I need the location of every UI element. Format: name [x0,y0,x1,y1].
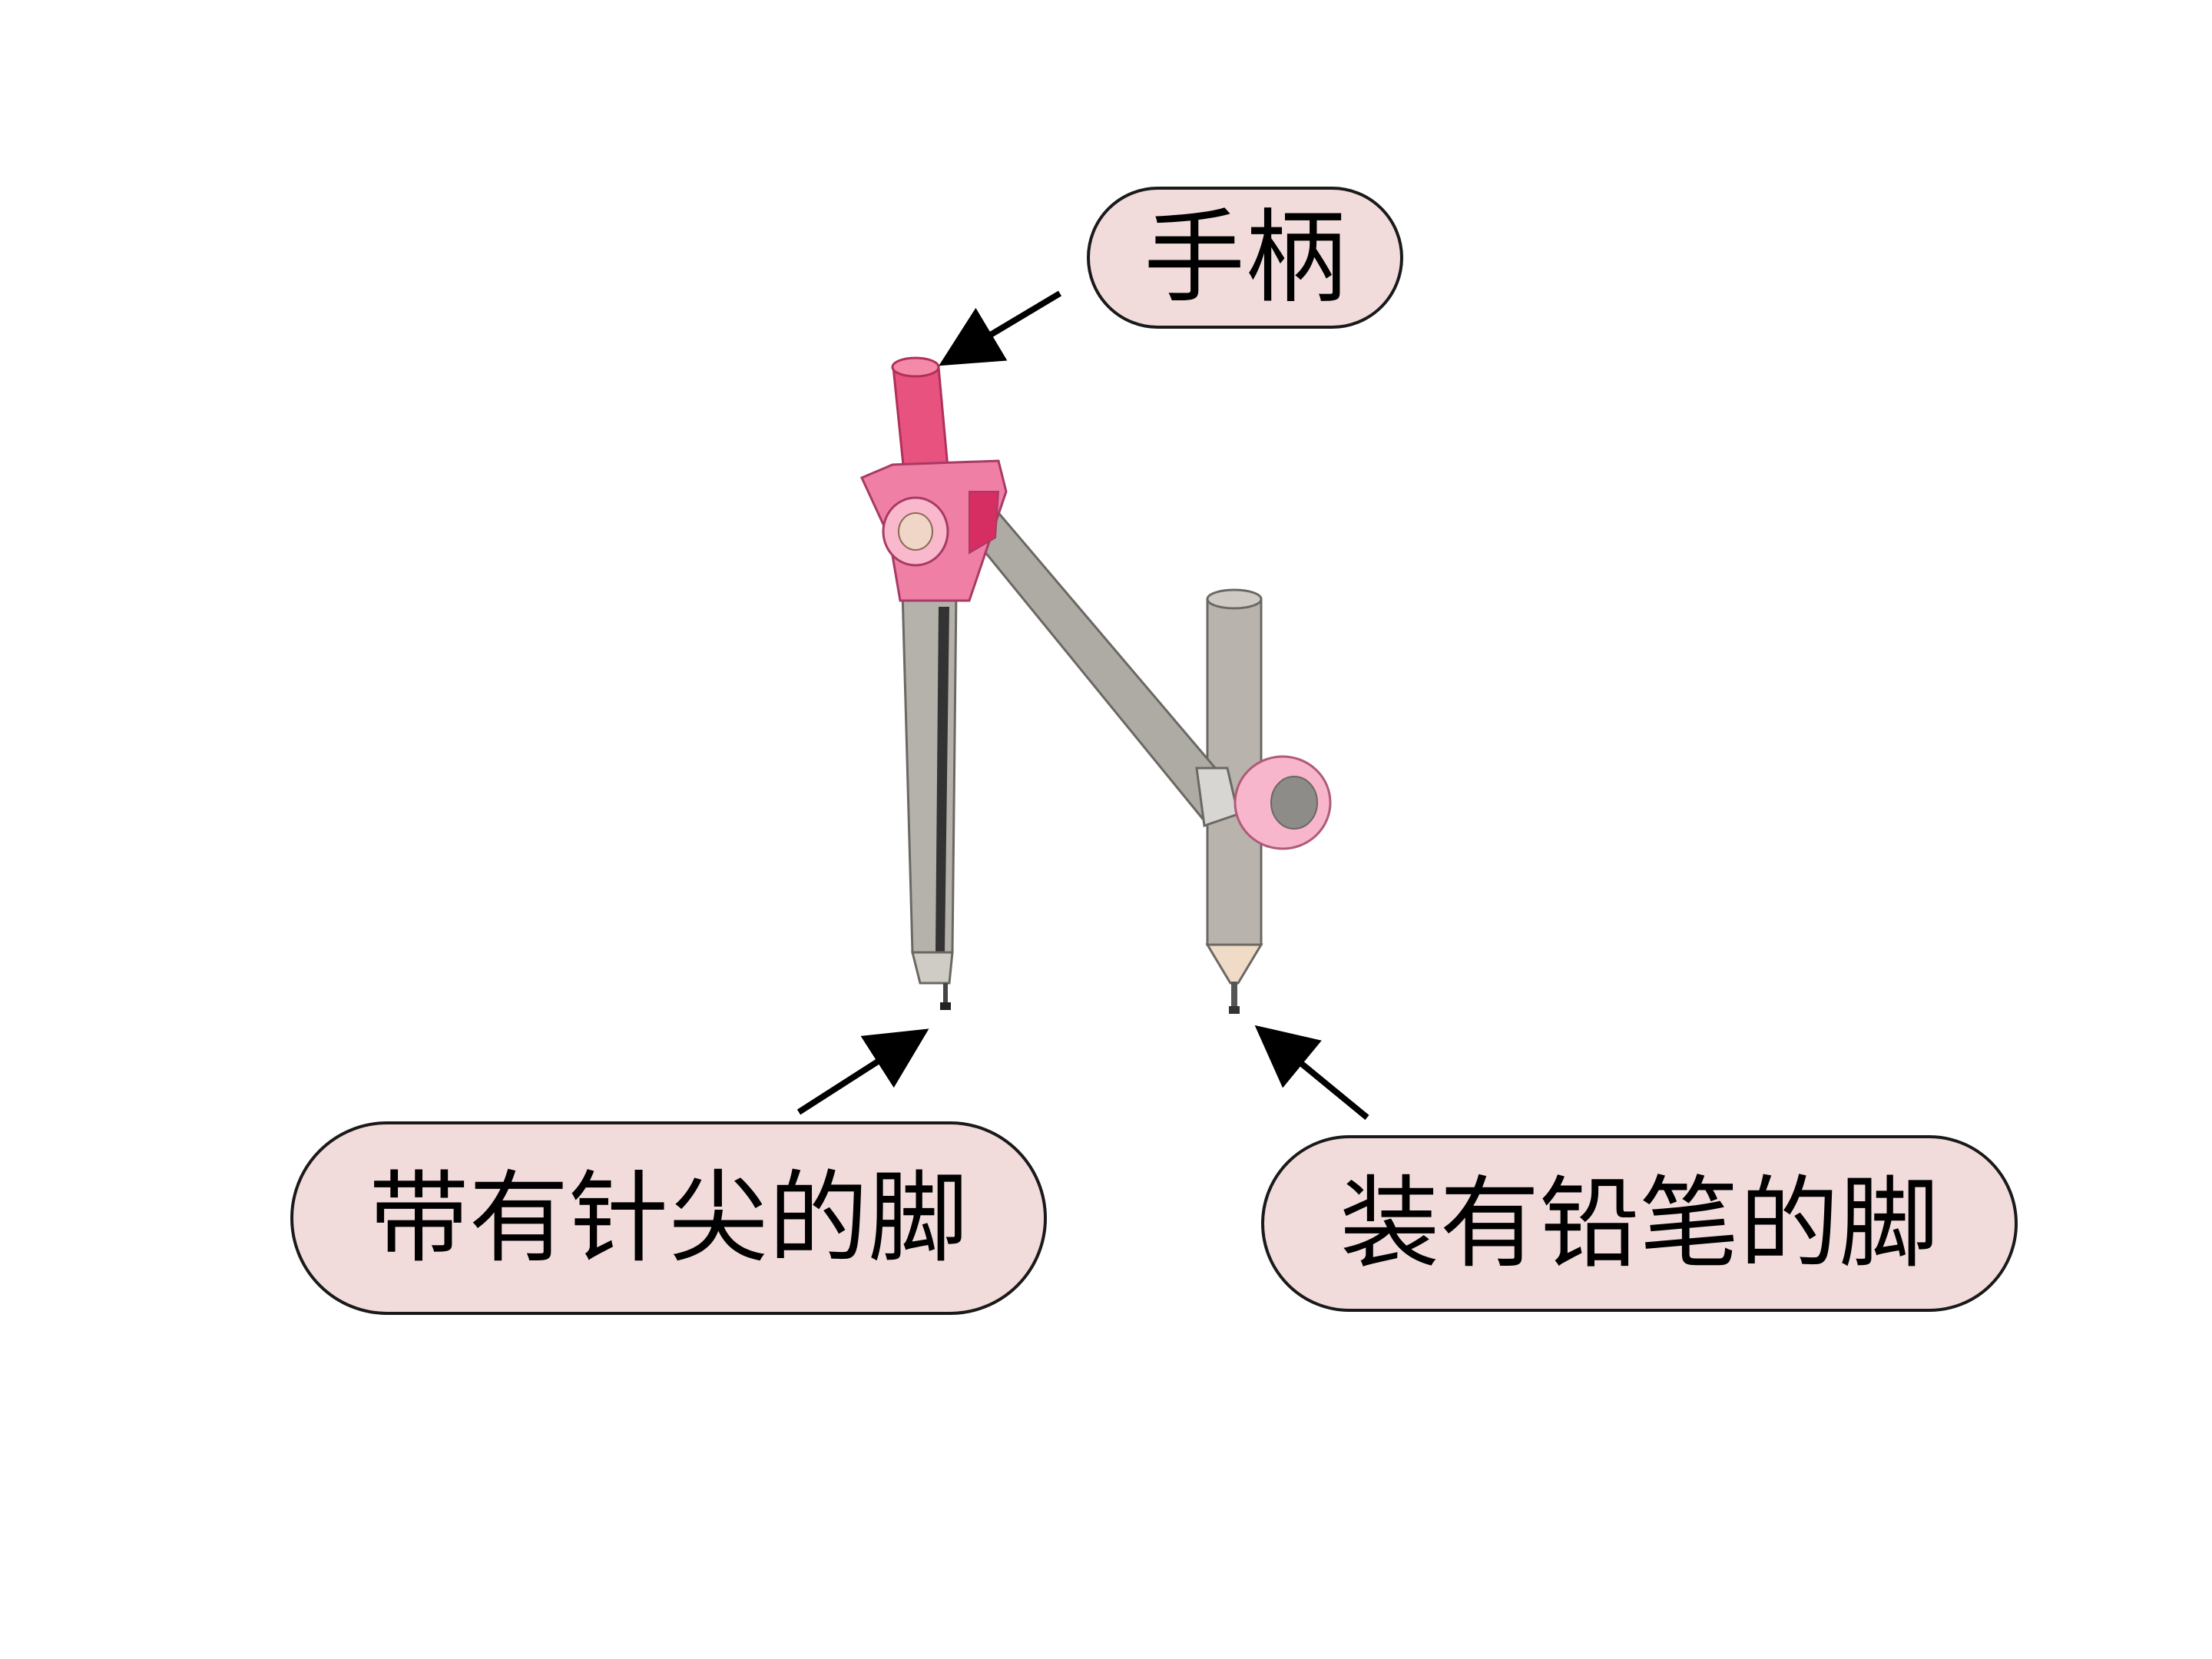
pencil-knob [1233,755,1332,850]
arrow-to-needle-leg [796,1028,929,1115]
label-pencil-leg: 装有铅笔的脚 [1261,1135,2018,1312]
label-handle: 手柄 [1087,187,1403,329]
compass-handle [891,356,950,482]
arrow-to-handle [939,290,1062,366]
compass-hinge [859,459,1008,602]
arrow-to-pencil-leg [1254,1025,1369,1121]
needle-leg [901,590,958,1010]
compass-arm [962,497,1240,828]
label-needle-leg: 带有针尖的脚 [290,1121,1047,1315]
